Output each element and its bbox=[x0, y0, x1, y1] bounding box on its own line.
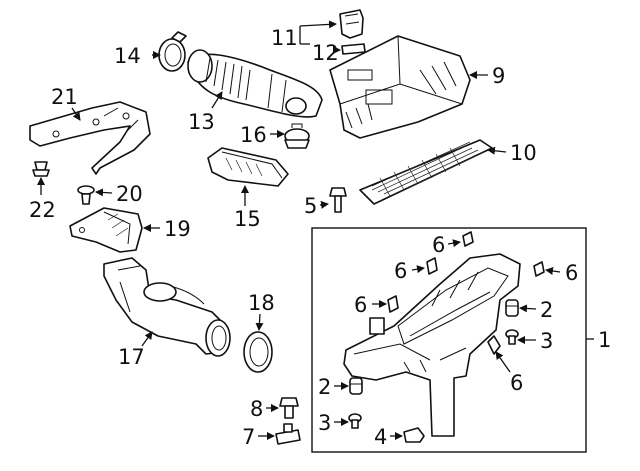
part-21-bracket bbox=[29, 101, 151, 175]
part-15-resonator bbox=[207, 147, 289, 187]
callout-labels: 11 12 9 10 14 13 16 15 21 22 20 19 17 18… bbox=[29, 26, 611, 449]
callout-22: 22 bbox=[29, 198, 56, 222]
part-8-bolt bbox=[279, 397, 299, 419]
part-6-clip-1 bbox=[462, 231, 474, 247]
part-4-bushing bbox=[403, 427, 425, 443]
part-13-intake-hose bbox=[187, 49, 323, 118]
callout-9: 9 bbox=[492, 64, 505, 88]
callout-4: 4 bbox=[374, 425, 387, 449]
part-3-pin-2 bbox=[348, 413, 362, 429]
callout-14: 14 bbox=[114, 44, 141, 68]
part-6-clip-2 bbox=[426, 257, 438, 275]
part-17-air-duct bbox=[103, 257, 231, 357]
callout-2a: 2 bbox=[540, 298, 553, 322]
part-16-clamp bbox=[284, 123, 310, 149]
callout-15: 15 bbox=[234, 207, 261, 231]
callout-18: 18 bbox=[248, 291, 275, 315]
part-20-clip bbox=[77, 185, 95, 205]
part-7-nut-clip bbox=[275, 423, 301, 445]
part-6-clip-5 bbox=[487, 335, 501, 355]
part-9-air-cleaner-cover bbox=[329, 35, 471, 139]
callout-10: 10 bbox=[510, 141, 537, 165]
callout-17: 17 bbox=[118, 345, 145, 369]
callout-7: 7 bbox=[242, 425, 255, 449]
callout-6b: 6 bbox=[394, 259, 407, 283]
callout-21: 21 bbox=[51, 85, 78, 109]
callout-3b: 3 bbox=[318, 411, 331, 435]
callout-11: 11 bbox=[271, 26, 298, 50]
callout-13: 13 bbox=[188, 110, 215, 134]
callout-19: 19 bbox=[164, 217, 191, 241]
callout-6a: 6 bbox=[432, 233, 445, 257]
callout-16: 16 bbox=[240, 123, 267, 147]
callout-6c: 6 bbox=[565, 261, 578, 285]
leader-lines bbox=[37, 20, 594, 440]
part-10-air-filter-element bbox=[359, 139, 493, 205]
lower-case-assembly-box bbox=[311, 227, 587, 453]
callout-3a: 3 bbox=[540, 329, 553, 353]
part-14-clamp bbox=[158, 31, 187, 72]
part-18-seal-ring bbox=[243, 331, 273, 373]
part-1-lower-case bbox=[343, 253, 521, 437]
callout-2b: 2 bbox=[318, 375, 331, 399]
part-2-grommet-2 bbox=[349, 377, 363, 395]
callout-20: 20 bbox=[116, 182, 143, 206]
callout-1: 1 bbox=[598, 328, 611, 352]
part-6-clip-3 bbox=[533, 261, 545, 277]
part-6-clip-4 bbox=[387, 295, 399, 313]
callout-6e: 6 bbox=[510, 371, 523, 395]
callout-5: 5 bbox=[304, 194, 317, 218]
part-22-clip bbox=[32, 161, 50, 177]
part-11-airflow-sensor bbox=[339, 9, 364, 39]
callout-12: 12 bbox=[312, 41, 339, 65]
callout-8: 8 bbox=[250, 397, 263, 421]
part-5-bolt bbox=[329, 187, 347, 213]
part-12-seal bbox=[341, 43, 366, 55]
part-19-air-inlet bbox=[69, 207, 143, 253]
part-2-grommet-1 bbox=[505, 299, 519, 317]
callout-6d: 6 bbox=[354, 293, 367, 317]
part-3-pin-1 bbox=[505, 329, 519, 345]
